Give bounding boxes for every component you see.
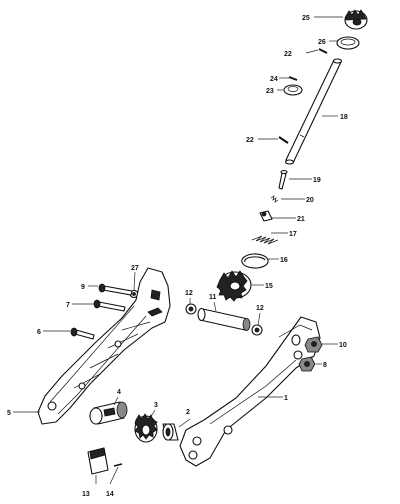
part-14-pin xyxy=(113,463,123,467)
part-1-housing xyxy=(179,316,321,467)
callout-16: 16 xyxy=(280,257,288,264)
callout-7: 7 xyxy=(66,302,70,309)
callout-26: 26 xyxy=(318,39,326,46)
callout-27: 27 xyxy=(131,265,139,272)
callout-14: 14 xyxy=(106,491,114,498)
callout-13: 13 xyxy=(82,491,90,498)
part-2-bushing xyxy=(162,423,179,441)
callout-19: 19 xyxy=(313,177,321,184)
part-23-collar xyxy=(283,84,303,96)
callout-12-right: 12 xyxy=(256,305,264,312)
part-4-coupling xyxy=(89,401,128,425)
callout-labels: 1 2 3 4 5 6 7 8 9 10 11 12 12 13 14 15 1… xyxy=(7,15,348,498)
callout-22-lower: 22 xyxy=(246,137,254,144)
callout-8: 8 xyxy=(323,362,327,369)
part-19-pin xyxy=(278,169,288,190)
part-11-spacer xyxy=(197,307,251,331)
callout-21: 21 xyxy=(297,216,305,223)
part-22-pin-lower xyxy=(278,136,289,144)
callout-6: 6 xyxy=(37,329,41,336)
callout-22-top: 22 xyxy=(284,51,292,58)
part-25-bevel-gear xyxy=(344,9,368,30)
callout-9: 9 xyxy=(81,284,85,291)
callout-11: 11 xyxy=(209,294,217,301)
part-13-block xyxy=(87,447,109,475)
callout-10: 10 xyxy=(339,342,347,349)
part-22-pin-upper xyxy=(318,48,328,54)
part-21-bushing xyxy=(259,210,273,222)
callout-12-left: 12 xyxy=(185,290,193,297)
part-6-bolt xyxy=(70,327,95,340)
part-17-spring xyxy=(251,235,279,245)
part-18-shaft xyxy=(284,58,343,165)
part-16-snap-ring xyxy=(241,253,269,269)
part-7-bolt xyxy=(93,299,126,312)
callout-25: 25 xyxy=(302,15,310,22)
callout-5: 5 xyxy=(7,410,11,417)
callout-20: 20 xyxy=(306,197,314,204)
callout-2: 2 xyxy=(186,409,190,416)
part-3-gear xyxy=(134,413,158,443)
part-12-washer-right xyxy=(251,324,263,336)
part-24-pin xyxy=(288,76,298,81)
leader-lines xyxy=(13,16,343,485)
callout-4: 4 xyxy=(117,389,121,396)
callout-24: 24 xyxy=(270,76,278,83)
callout-1: 1 xyxy=(284,395,288,402)
callout-23: 23 xyxy=(266,88,274,95)
callout-18: 18 xyxy=(340,114,348,121)
part-9-bolt xyxy=(98,283,133,296)
callout-3: 3 xyxy=(154,402,158,409)
callout-17: 17 xyxy=(289,231,297,238)
part-8-nut xyxy=(298,356,316,372)
part-26-ring xyxy=(336,36,360,50)
part-20-spring xyxy=(270,195,279,203)
part-10-nut xyxy=(304,336,323,353)
part-15-gear xyxy=(216,270,252,302)
callout-15: 15 xyxy=(265,283,273,290)
part-5-housing xyxy=(37,267,171,425)
part-12-washer-left xyxy=(185,303,197,315)
